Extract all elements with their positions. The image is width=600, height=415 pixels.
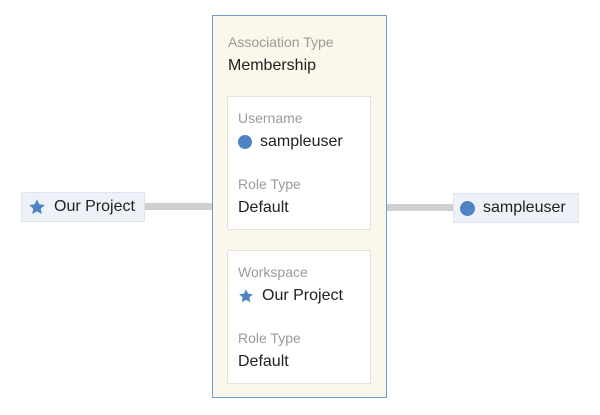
- project-node-label: Our Project: [54, 198, 135, 215]
- username-text: sampleuser: [260, 133, 343, 150]
- workspace-value: Our Project: [238, 287, 343, 305]
- star-icon: [238, 288, 254, 304]
- star-icon: [28, 198, 46, 216]
- workspace-role-type-value: Default: [238, 353, 289, 370]
- association-card[interactable]: Association Type Membership Username sam…: [212, 15, 387, 398]
- workspace-text: Our Project: [262, 287, 343, 304]
- left-connector-line: [145, 203, 213, 210]
- association-type-value: Membership: [228, 57, 317, 74]
- user-node[interactable]: sampleuser: [453, 193, 579, 223]
- user-role-type-value: Default: [238, 199, 289, 216]
- project-node[interactable]: Our Project: [21, 192, 145, 222]
- user-dot-icon: [460, 200, 475, 216]
- username-card: Username sampleuser Role Type Default: [227, 96, 371, 230]
- workspace-role-type-label: Role Type: [238, 330, 301, 346]
- association-type-label: Association Type: [228, 34, 334, 50]
- username-label: Username: [238, 110, 303, 126]
- user-node-label: sampleuser: [483, 199, 566, 216]
- user-role-type-label: Role Type: [238, 176, 301, 192]
- user-dot-icon: [238, 135, 252, 149]
- right-connector-line: [387, 204, 453, 211]
- workspace-card: Workspace Our Project Role Type Default: [227, 250, 371, 384]
- workspace-label: Workspace: [238, 264, 308, 280]
- username-value: sampleuser: [238, 133, 343, 151]
